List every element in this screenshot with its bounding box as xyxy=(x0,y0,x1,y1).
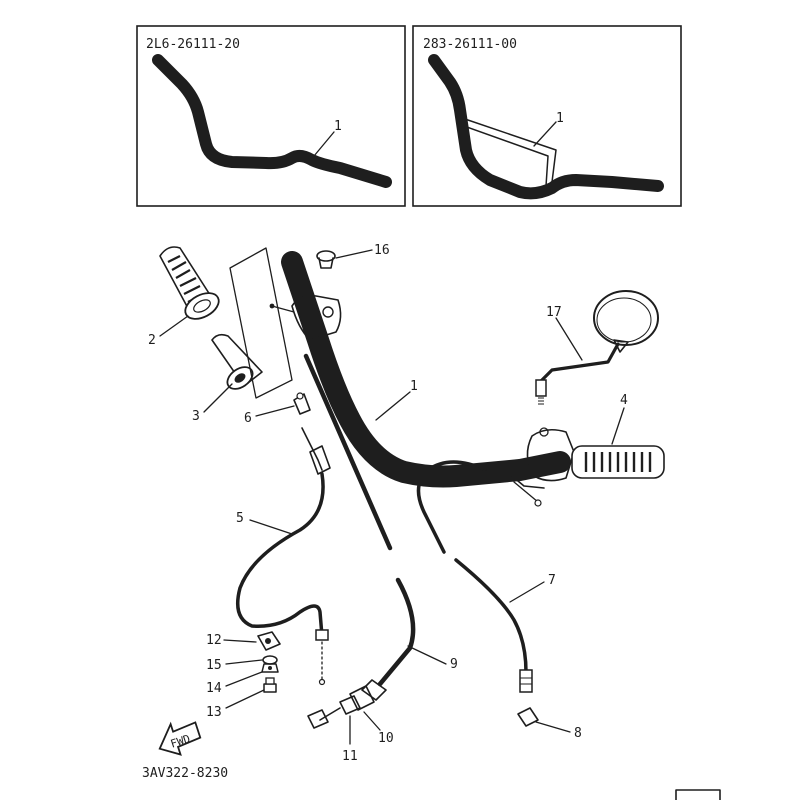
cable-adjuster-part xyxy=(307,685,375,729)
callout-7: 7 xyxy=(548,573,556,588)
throttle-sleeve-part xyxy=(211,333,263,390)
forward-arrow-icon: FWD xyxy=(158,721,202,756)
bar-end-cap-part xyxy=(316,250,336,269)
corner-mark xyxy=(675,789,721,800)
callout-14: 14 xyxy=(206,681,222,696)
callout-5: 5 xyxy=(236,511,244,526)
throttle-cable-part xyxy=(303,353,416,701)
callout-16: 16 xyxy=(374,243,390,258)
left-cable-part xyxy=(236,427,331,686)
bolt-part xyxy=(263,677,277,693)
callout-2: 2 xyxy=(148,333,156,348)
callout-11: 11 xyxy=(342,749,358,764)
callout-15: 15 xyxy=(206,658,222,673)
inset-right-callout: 1 xyxy=(556,111,564,126)
nut-part xyxy=(261,663,279,673)
right-grip-part xyxy=(511,427,665,507)
inset-left-part-code: 2L6-26111-20 xyxy=(146,37,240,52)
callout-9: 9 xyxy=(450,657,458,672)
callout-8: 8 xyxy=(574,726,582,741)
inset-right-handlebar: 283-26111-00 1 xyxy=(412,25,682,207)
inset-right-part-code: 283-26111-00 xyxy=(423,37,517,52)
fwd-label: FWD xyxy=(169,732,192,751)
inset-left-callout: 1 xyxy=(334,119,342,134)
grip-left-part xyxy=(159,246,220,320)
mirror-part xyxy=(535,290,659,405)
clamp-part xyxy=(257,631,281,651)
right-cable-end-part xyxy=(517,707,539,727)
cable-end-part xyxy=(293,392,311,415)
callout-12: 12 xyxy=(206,633,222,648)
right-cable-part xyxy=(416,460,533,693)
callout-6: 6 xyxy=(244,411,252,426)
main-handlebar-part xyxy=(269,251,571,488)
callout-17: 17 xyxy=(546,305,562,320)
callout-3: 3 xyxy=(192,409,200,424)
diagram-code: 3AV322-8230 xyxy=(142,766,228,781)
inset-left-handlebar: 2L6-26111-20 1 xyxy=(136,25,406,207)
callout-13: 13 xyxy=(206,705,222,720)
washer-part xyxy=(262,655,278,665)
callout-10: 10 xyxy=(378,731,394,746)
callout-1: 1 xyxy=(410,379,418,394)
callout-4: 4 xyxy=(620,393,628,408)
